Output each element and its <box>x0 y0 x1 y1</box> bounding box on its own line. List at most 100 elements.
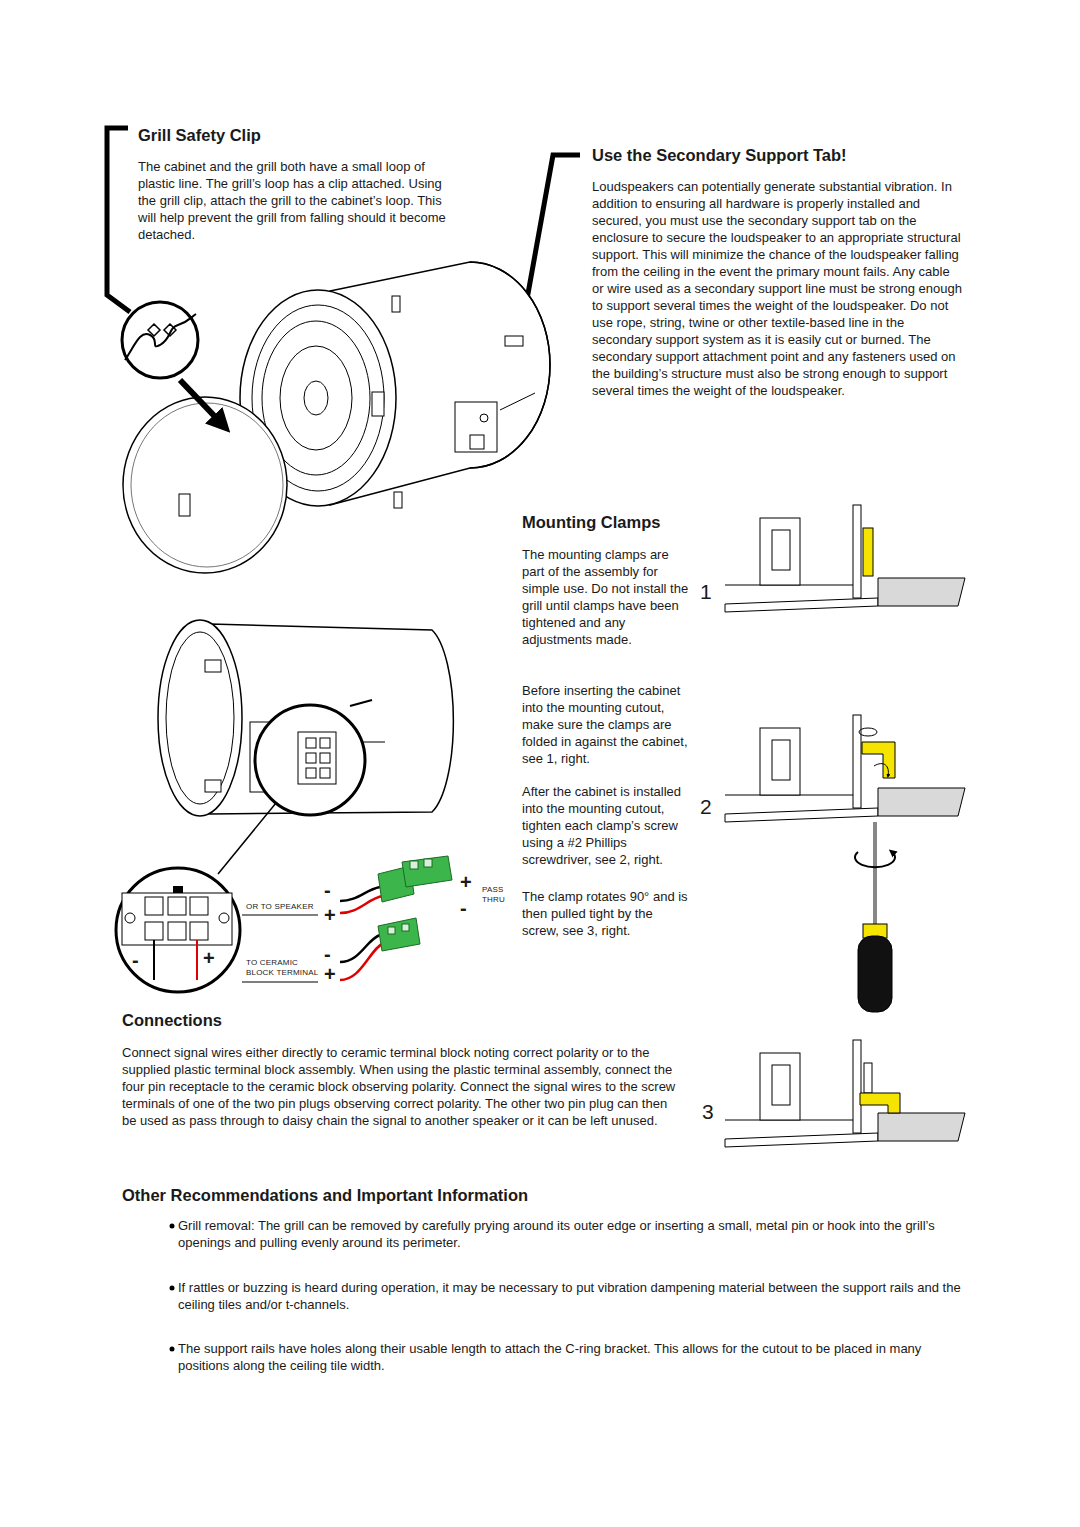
paragraph: The clamp rotates 90° and is then pulled… <box>522 888 690 939</box>
polarity-sign: - <box>324 880 331 900</box>
bullet <box>170 1286 175 1291</box>
paragraph: Before inserting the cabinet into the mo… <box>522 682 690 767</box>
wire <box>196 940 198 980</box>
cabinet-wall <box>853 715 861 808</box>
bezel-flange <box>725 1133 878 1147</box>
front-bezel <box>158 620 242 816</box>
vent-slot <box>500 393 535 410</box>
label-bar <box>242 982 318 983</box>
bracket <box>772 740 790 780</box>
cabinet-wall <box>853 1040 861 1133</box>
terminal <box>320 753 330 763</box>
wire <box>340 935 380 962</box>
rotation-arrow <box>874 764 888 776</box>
mounting-clamp <box>205 660 221 672</box>
clip-link <box>148 324 176 336</box>
bezel-flange <box>725 808 878 822</box>
callout-number: 3 <box>702 1100 714 1124</box>
support-tab <box>505 336 523 346</box>
section-heading: Connections <box>122 1010 222 1030</box>
label-bar <box>242 915 318 916</box>
polarity-sign: + <box>324 964 336 984</box>
terminal <box>306 738 316 748</box>
detail-circle <box>122 302 198 378</box>
ceiling-tile <box>878 788 965 816</box>
polarity-sign: + <box>203 948 215 968</box>
grill <box>123 397 287 573</box>
mounting-clamp <box>372 392 384 416</box>
polarity-sign: - <box>324 944 331 964</box>
polarity-sign: - <box>132 950 139 970</box>
rotation-arrow <box>859 728 877 736</box>
terminal <box>306 768 316 778</box>
bullet <box>170 1347 175 1352</box>
wire <box>340 943 384 980</box>
callout-number: 2 <box>700 795 712 819</box>
ceramic-block <box>122 893 232 945</box>
leader-line <box>218 803 276 874</box>
paragraph: The mounting clamps are part of the asse… <box>522 546 690 648</box>
text-column: The mounting clamps are part of the asse… <box>522 546 690 939</box>
clip-line <box>125 314 196 360</box>
terminal-plug <box>378 918 420 951</box>
mounting-clamp <box>205 780 221 792</box>
vent-slot <box>350 700 372 706</box>
mounting-clamp <box>394 492 402 508</box>
bezel-flange <box>725 598 878 612</box>
terminal-plate <box>455 402 497 452</box>
bullet-text: The support rails have holes along their… <box>178 1340 968 1374</box>
wire-label: TO CERAMIC BLOCK TERMINAL <box>246 958 322 978</box>
terminal-plug <box>402 856 452 887</box>
terminal <box>168 897 186 915</box>
clamp-screw <box>864 1063 872 1093</box>
terminal <box>306 753 316 763</box>
paragraph: After the cabinet is installed into the … <box>522 783 690 868</box>
terminal <box>145 922 163 940</box>
section-heading: Use the Secondary Support Tab! <box>592 145 847 165</box>
clamp <box>862 742 895 778</box>
terminal <box>320 738 330 748</box>
section-heading: Other Recommendations and Important Info… <box>122 1185 528 1205</box>
bracket <box>772 530 790 570</box>
terminal-block <box>298 732 336 784</box>
bracket <box>772 1065 790 1105</box>
bullet-text: Grill removal: The grill can be removed … <box>178 1217 968 1251</box>
terminal <box>190 897 208 915</box>
plug-pin <box>388 927 395 934</box>
bracket <box>760 728 800 795</box>
paragraph: The cabinet and the grill both have a sm… <box>138 158 450 243</box>
section-heading: Mounting Clamps <box>522 512 660 532</box>
wire-label: OR TO SPEAKER <box>246 902 320 912</box>
terminal <box>145 897 163 915</box>
plug-screw <box>410 861 418 869</box>
clamp-diagram <box>725 505 965 612</box>
polarity-sign: + <box>460 872 472 892</box>
plug-pin <box>402 924 409 931</box>
ceiling-tile <box>878 578 965 606</box>
mount-hole <box>125 913 135 923</box>
terminal-cover <box>470 435 484 449</box>
paragraph: Loudspeakers can potentially generate su… <box>592 178 964 399</box>
terminal <box>190 922 208 940</box>
polarity-sign: - <box>460 898 467 918</box>
pointer-arrow <box>180 380 222 424</box>
section-heading: Grill Safety Clip <box>138 125 261 145</box>
dust-cap <box>304 381 328 415</box>
cabinet-body <box>210 624 453 814</box>
wire <box>153 940 155 980</box>
rotation-arrow <box>855 852 895 867</box>
bullet <box>170 1224 175 1229</box>
clamp-diagram <box>725 715 965 822</box>
screwdriver-shaft <box>873 822 877 930</box>
grill-logo <box>179 494 190 516</box>
plug-screw <box>424 859 432 867</box>
bracket-line <box>107 128 130 312</box>
bullet-text: If rattles or buzzing is heard during op… <box>178 1279 968 1313</box>
clamp <box>860 1093 900 1113</box>
ceiling-tile <box>878 1113 965 1141</box>
terminal <box>320 768 330 778</box>
cabinet-wall <box>853 505 861 598</box>
woofer-cone <box>280 346 352 450</box>
cabinet-back <box>470 262 550 468</box>
